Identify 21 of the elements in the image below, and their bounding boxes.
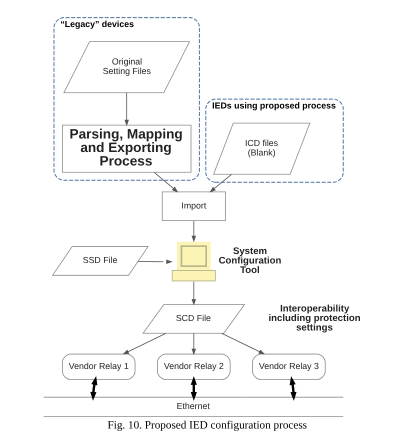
arrow	[154, 172, 178, 192]
arrow	[221, 332, 266, 354]
arrow	[190, 376, 197, 401]
caption: Fig. 10. Proposed IED configuration process	[108, 420, 308, 432]
node-box: Vendor Relay 3	[252, 354, 326, 380]
node-text: Ethernet	[176, 401, 210, 412]
label: Interoperability including protection settings	[268, 303, 361, 334]
node-box: Import	[162, 191, 226, 221]
arrow	[290, 376, 297, 401]
arrow	[192, 332, 196, 356]
arrow	[90, 376, 98, 401]
node-box: Vendor Relay 1	[62, 354, 136, 380]
arrow	[138, 260, 173, 264]
arrow	[124, 92, 129, 126]
node-box: Vendor Relay 2	[157, 354, 231, 380]
arrow	[209, 174, 232, 193]
arrow	[192, 281, 196, 306]
arrow	[192, 220, 196, 242]
node-box: Parsing, Mapping and Exporting Process	[62, 124, 192, 173]
arrow	[122, 332, 166, 354]
node-label: System Configuration Tool	[218, 246, 282, 276]
